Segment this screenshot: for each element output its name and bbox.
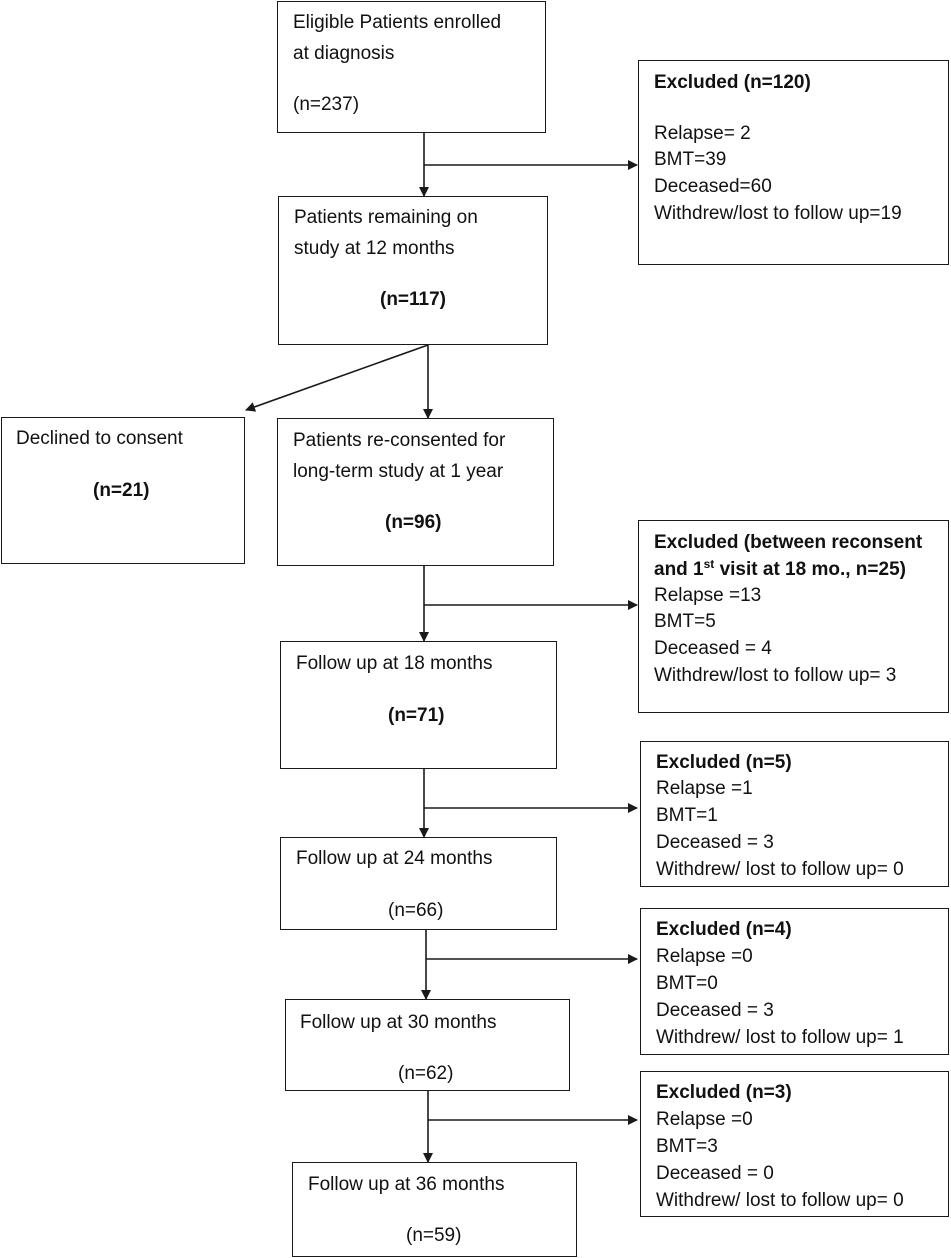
excluded-2-title-line2: and 1st visit at 18 mo., n=25) [654, 557, 906, 583]
excluded-3-title: Excluded (n=5) [656, 752, 792, 773]
excluded-5-relapse: Relapse =0 [656, 1109, 753, 1130]
remaining-12mo-line2: study at 12 months [294, 238, 455, 259]
excluded-5-box [640, 1071, 949, 1217]
excluded-2-bmt: BMT=5 [654, 611, 716, 632]
enrolled-box [277, 1, 546, 133]
enrolled-count: (n=237) [293, 94, 360, 115]
excluded-3-bmt: BMT=1 [656, 805, 718, 826]
excluded-1-bmt: BMT=39 [654, 149, 727, 170]
excluded-4-bmt: BMT=0 [656, 973, 718, 994]
excluded-1-box [638, 60, 949, 265]
followup-30-box [285, 999, 570, 1091]
declined-box [1, 417, 245, 564]
followup-18-label: Follow up at 18 months [296, 653, 493, 674]
declined-label: Declined to consent [16, 428, 183, 449]
excluded-4-deceased: Deceased = 3 [656, 1000, 774, 1021]
followup-18-count: (n=71) [388, 705, 445, 726]
excluded-2-title-line2-post: visit at 18 mo., n=25) [714, 559, 906, 580]
remaining-12mo-box [278, 196, 548, 345]
excluded-2-withdrew: Withdrew/lost to follow up= 3 [654, 665, 897, 686]
remaining-12mo-count: (n=117) [380, 289, 447, 310]
followup-18-box [280, 641, 557, 769]
followup-30-count: (n=62) [398, 1063, 454, 1084]
excluded-5-withdrew: Withdrew/ lost to follow up= 0 [656, 1190, 904, 1211]
excluded-1-title: Excluded (n=120) [654, 72, 811, 93]
excluded-1-relapse: Relapse= 2 [654, 123, 751, 144]
excluded-2-title-line1: Excluded (between reconsent [654, 532, 923, 553]
enrolled-line2: at diagnosis [293, 43, 395, 64]
excluded-5-title: Excluded (n=3) [656, 1082, 792, 1103]
reconsented-line2: long-term study at 1 year [293, 461, 504, 482]
excluded-2-title-superscript: st [703, 557, 715, 571]
excluded-3-box [640, 741, 949, 887]
arrow-12mo-to-declined [245, 344, 429, 412]
enrolled-line1: Eligible Patients enrolled [293, 12, 502, 33]
excluded-5-bmt: BMT=3 [656, 1136, 718, 1157]
reconsented-box [277, 418, 554, 566]
excluded-2-deceased: Deceased = 4 [654, 638, 772, 659]
followup-36-label: Follow up at 36 months [308, 1174, 505, 1195]
excluded-4-relapse: Relapse =0 [656, 946, 753, 967]
excluded-4-box [640, 908, 949, 1055]
excluded-4-withdrew: Withdrew/ lost to follow up= 1 [656, 1027, 904, 1048]
followup-24-count: (n=66) [388, 900, 444, 921]
followup-24-label: Follow up at 24 months [296, 848, 493, 869]
excluded-2-box [638, 520, 949, 713]
excluded-4-title: Excluded (n=4) [656, 919, 792, 940]
excluded-3-withdrew: Withdrew/ lost to follow up= 0 [656, 859, 904, 880]
excluded-3-deceased: Deceased = 3 [656, 832, 774, 853]
excluded-1-withdrew: Withdrew/lost to follow up=19 [654, 203, 902, 224]
remaining-12mo-line1: Patients remaining on [294, 207, 478, 228]
reconsented-line1: Patients re-consented for [293, 430, 506, 451]
followup-36-box [292, 1162, 577, 1257]
excluded-2-title-line2-pre: and 1 [654, 559, 704, 580]
excluded-2-relapse: Relapse =13 [654, 585, 762, 606]
followup-30-label: Follow up at 30 months [300, 1012, 497, 1033]
followup-36-count: (n=59) [406, 1225, 462, 1246]
followup-24-box [280, 837, 557, 930]
reconsented-count: (n=96) [385, 512, 442, 533]
excluded-5-deceased: Deceased = 0 [656, 1163, 774, 1184]
excluded-3-relapse: Relapse =1 [656, 778, 753, 799]
declined-count: (n=21) [93, 480, 150, 501]
excluded-1-deceased: Deceased=60 [654, 176, 772, 197]
